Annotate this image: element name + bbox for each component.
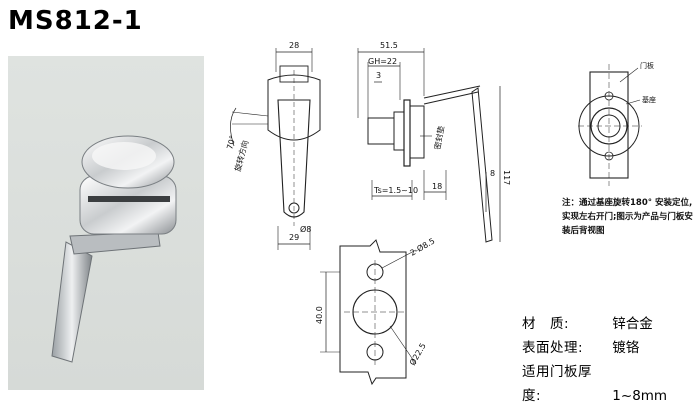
spec-label: 表面处理: [522,340,584,356]
dim-hole: Ø22.5 [407,341,428,367]
cutout-view [320,239,417,386]
lock-illustration [51,135,177,363]
back-view [578,64,642,186]
dim-top: 28 [289,41,299,50]
model-title: MS812-1 [8,6,143,36]
installation-note: 注：通过基座旋转180° 安装定位,实现左右开门;图示为产品与门板安装后背视图 [562,198,693,236]
spec-finish: 表面处理: 镀铬 [522,336,667,360]
spec-list: 材 质: 锌合金 表面处理: 镀铬 适用门板厚度: 1~8mm [522,312,667,408]
side-view [357,48,501,243]
spec-material: 材 质: 锌合金 [522,312,667,336]
spec-value: 镀铬 [612,340,640,356]
dim-18: 18 [432,182,442,191]
spec-value: 锌合金 [612,316,653,332]
spec-value: 1~8mm [612,388,668,404]
rotation-angle: 70° [225,134,237,150]
door-label: 门板 [640,61,654,70]
dim-slot: 2-Ø8.5 [408,236,436,258]
hole-diameter: Ø8 [300,224,311,234]
spec-thickness: 适用门板厚度: 1~8mm [522,360,667,408]
dim-8: 8 [490,169,495,178]
dim-total: 51.5 [380,41,398,50]
dim-height: 40.0 [315,306,324,324]
dim-bottom: 29 [289,233,299,242]
front-view [230,48,321,250]
spec-label: 适用门板厚度: [522,364,592,404]
dim-117: 117 [502,170,511,185]
dim-ts: Ts=1.5~10 [373,186,418,195]
product-photo [8,56,204,390]
spec-label: 材 质: [522,316,570,332]
gasket-label: 密封垫 [432,125,446,150]
dim-3: 3 [376,71,381,80]
dim-gh: GH=22 [368,57,397,66]
base-label: 基座 [642,95,656,104]
